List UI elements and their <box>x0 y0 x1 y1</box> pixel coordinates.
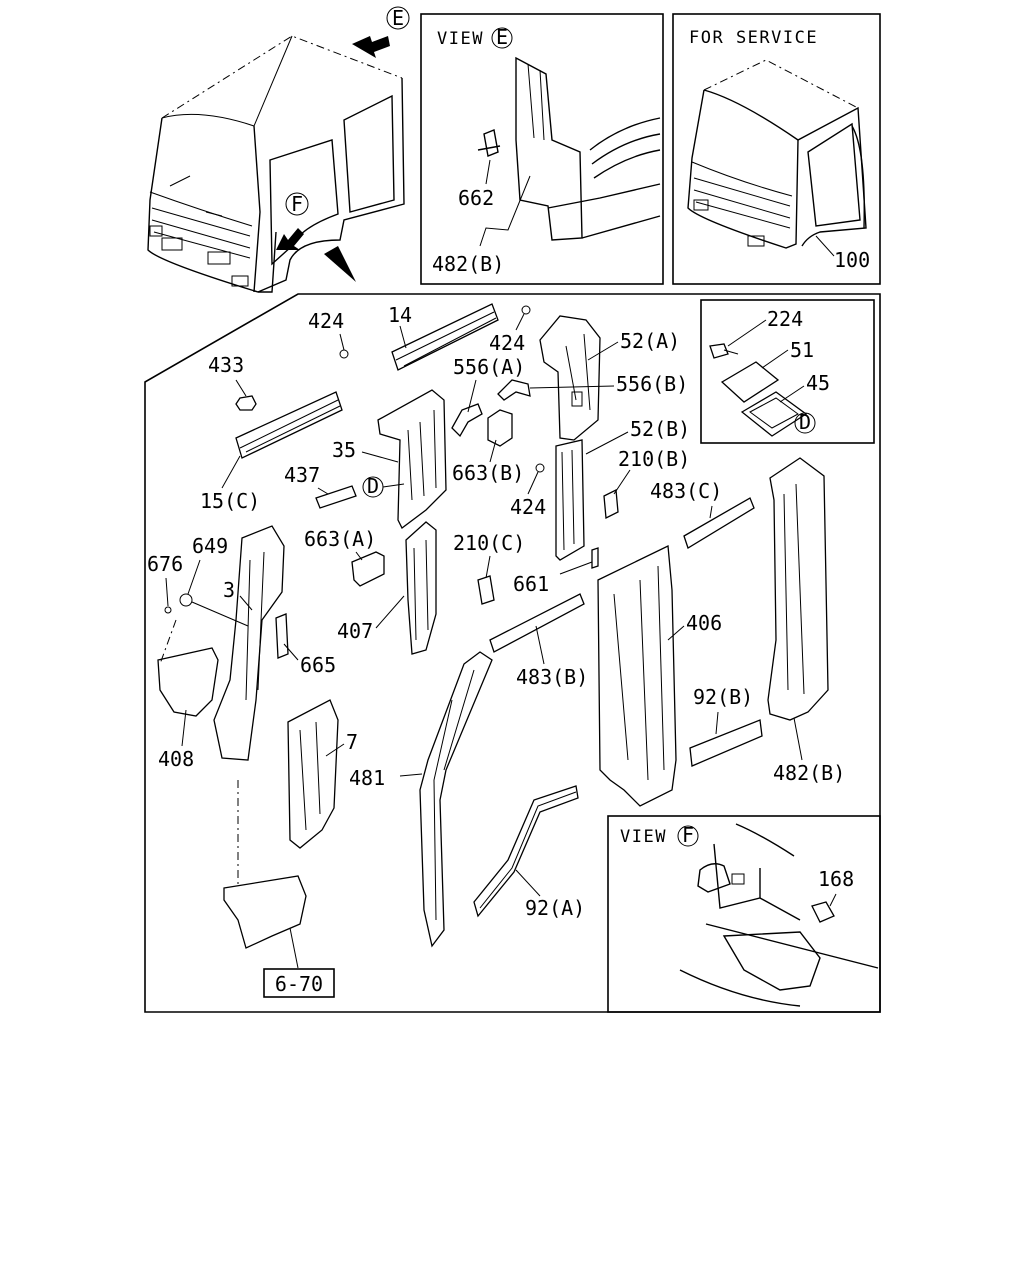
label-433: 433 <box>208 353 244 377</box>
label-3: 3 <box>223 578 235 602</box>
main-panel-frame <box>144 293 881 1013</box>
inset-d-panel: 224 51 45 D <box>700 299 875 444</box>
label-52a: 52(A) <box>620 329 680 353</box>
label-100: 100 <box>834 248 870 272</box>
label-661: 661 <box>513 572 549 596</box>
label-482b: 482(B) <box>773 761 845 785</box>
label-437: 437 <box>284 463 320 487</box>
label-52b: 52(B) <box>630 417 690 441</box>
for-service-panel: FOR SERVICE 100 <box>672 13 881 285</box>
label-663a: 663(A) <box>304 527 376 551</box>
label-556a: 556(A) <box>453 355 525 379</box>
label-424-b: 424 <box>489 331 525 355</box>
ref-6-70-box[interactable] <box>263 968 335 998</box>
label-210b: 210(B) <box>618 447 690 471</box>
label-168: 168 <box>818 867 854 891</box>
label-663b: 663(B) <box>452 461 524 485</box>
part-labels: 424 14 424 52(A) 433 556(A) 556(B) 52(B)… <box>147 303 845 998</box>
view-f-title: VIEW <box>620 827 667 847</box>
callout-f-circle <box>285 192 309 216</box>
label-92a: 92(A) <box>525 896 585 920</box>
label-482b-view-e: 482(B) <box>432 252 504 276</box>
label-51: 51 <box>790 338 814 362</box>
label-408: 408 <box>158 747 194 771</box>
label-483b: 483(B) <box>516 665 588 689</box>
label-649: 649 <box>192 534 228 558</box>
label-424-c: 424 <box>510 495 546 519</box>
label-676: 676 <box>147 552 183 576</box>
part-shapes <box>157 303 829 949</box>
ref-6-70[interactable]: 6-70 <box>275 972 323 996</box>
view-e-panel: VIEW E 662 482(B) <box>420 13 664 285</box>
arrow-f-icon <box>276 228 304 250</box>
label-424-a: 424 <box>308 309 344 333</box>
label-662: 662 <box>458 186 494 210</box>
callout-d-main: D <box>367 474 379 498</box>
arrow-e-icon <box>352 36 390 58</box>
callout-d-inset: D <box>799 410 811 434</box>
label-665: 665 <box>300 653 336 677</box>
view-e-callout: E <box>496 25 508 49</box>
view-f-panel: VIEW F 168 <box>607 815 881 1013</box>
label-407: 407 <box>337 619 373 643</box>
label-481: 481 <box>349 766 385 790</box>
label-7: 7 <box>346 730 358 754</box>
label-556b: 556(B) <box>616 372 688 396</box>
view-f-callout: F <box>682 823 694 847</box>
label-483c: 483(C) <box>650 479 722 503</box>
label-210c: 210(C) <box>453 531 525 555</box>
label-35: 35 <box>332 438 356 462</box>
label-15c: 15(C) <box>200 489 260 513</box>
label-406: 406 <box>686 611 722 635</box>
label-45: 45 <box>806 371 830 395</box>
pointer-wedge-icon <box>324 246 356 282</box>
label-92b: 92(B) <box>693 685 753 709</box>
callout-f: F <box>291 192 303 216</box>
label-14: 14 <box>388 303 412 327</box>
label-224: 224 <box>767 307 803 331</box>
callout-e: E <box>392 6 404 30</box>
view-e-title: VIEW <box>437 29 484 49</box>
for-service-title: FOR SERVICE <box>689 28 818 48</box>
callout-e-circle <box>386 6 410 30</box>
cab-overview: E F <box>147 6 410 293</box>
